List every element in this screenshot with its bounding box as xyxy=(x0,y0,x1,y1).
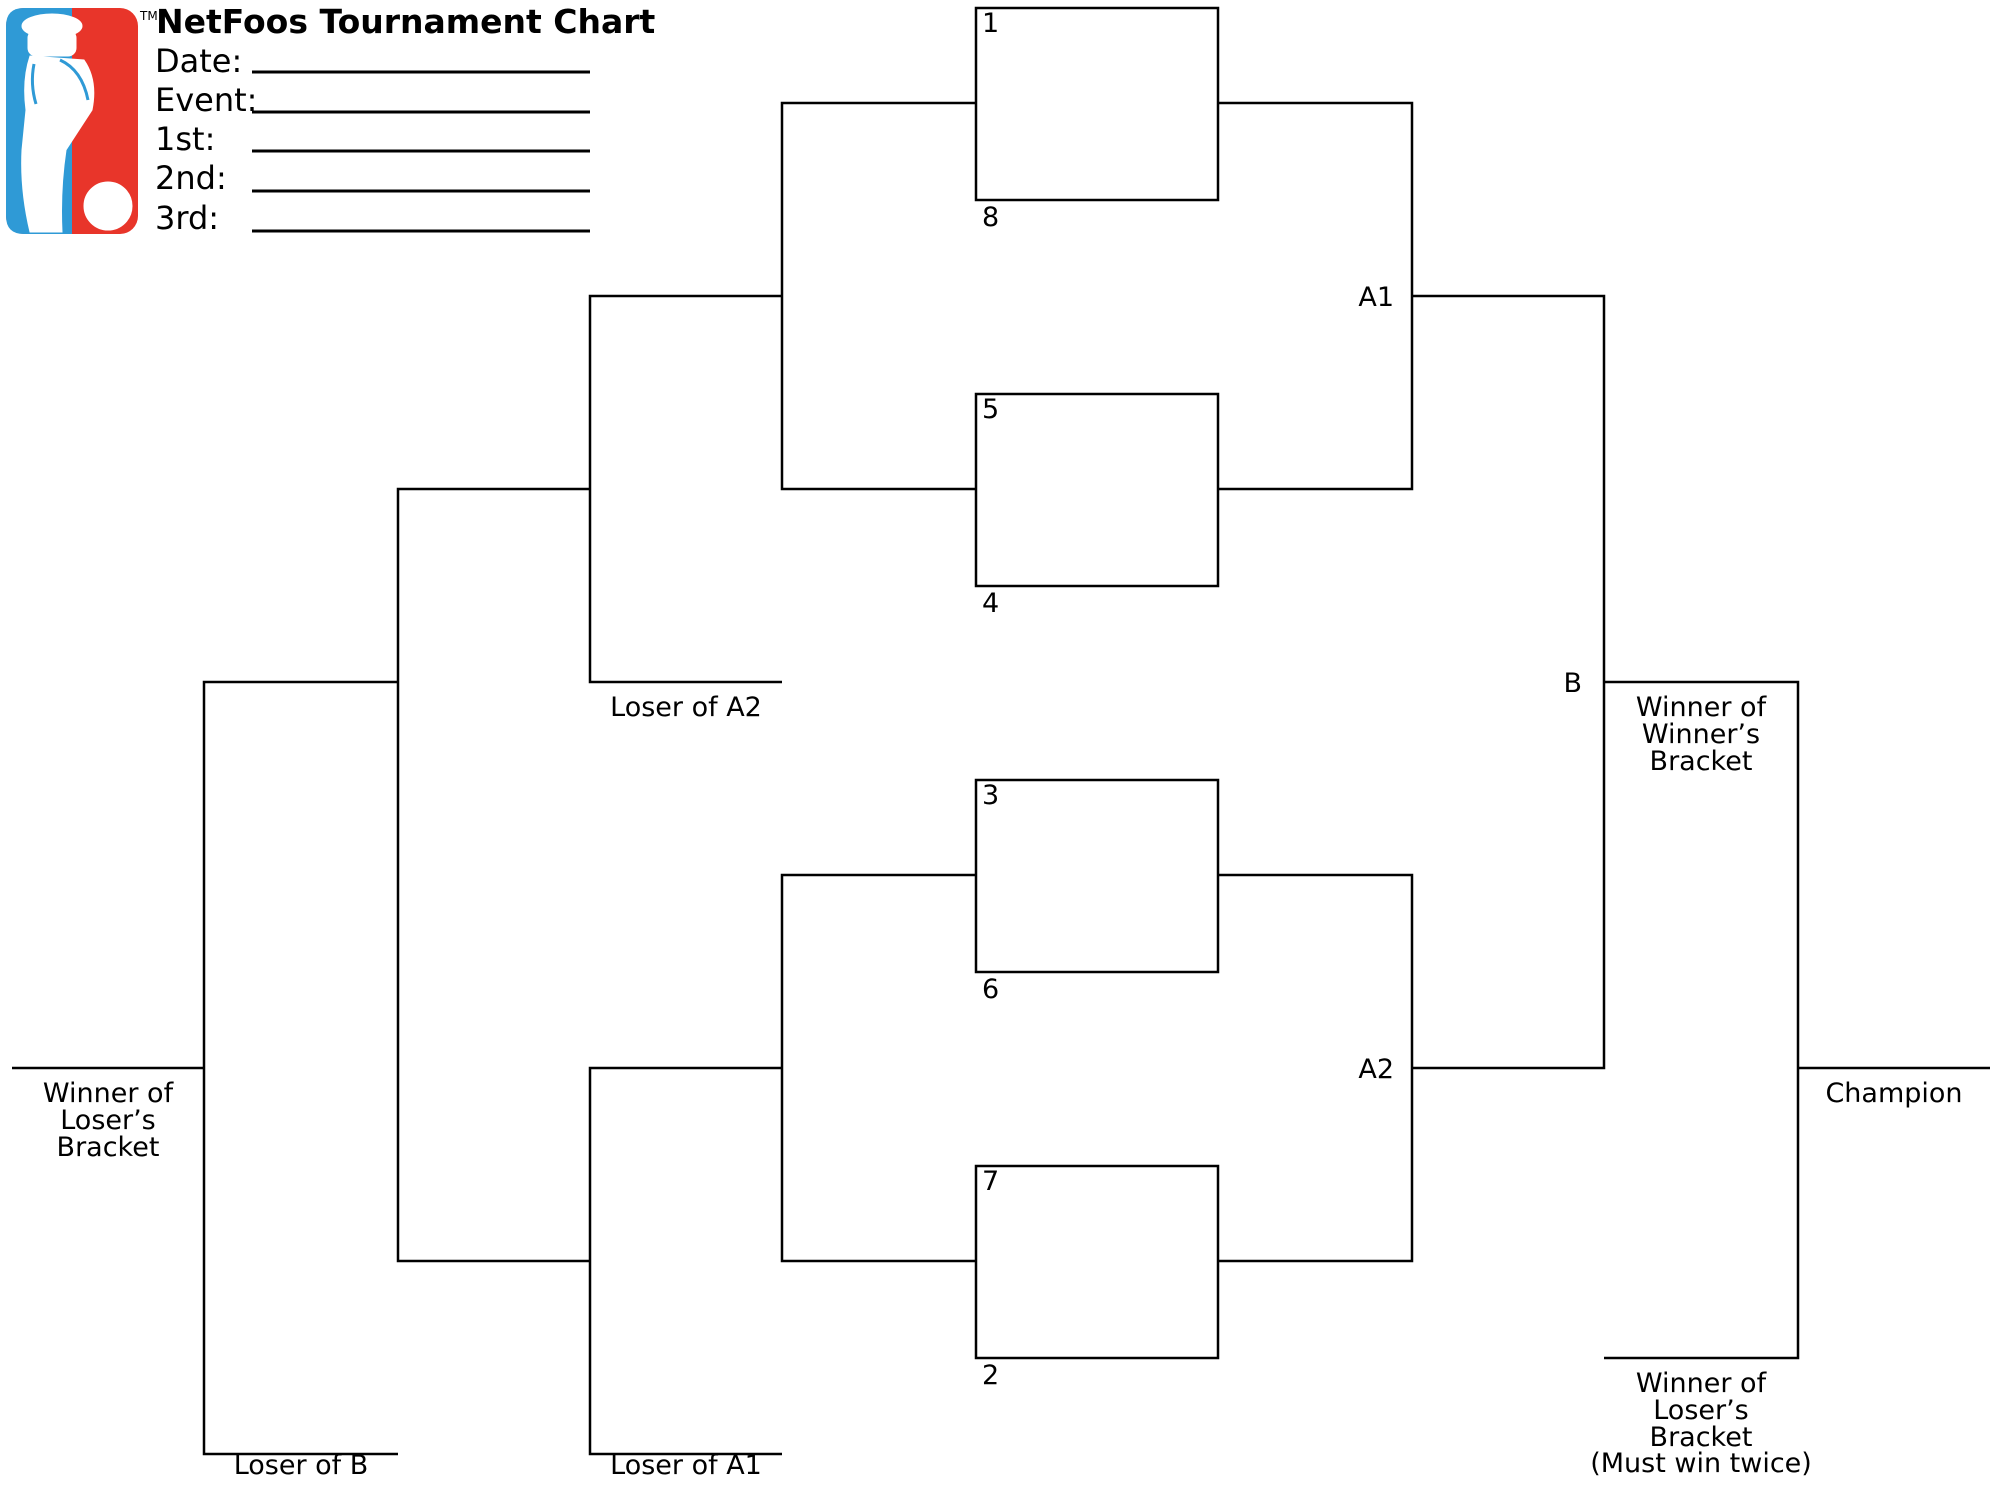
svg-text:Bracket: Bracket xyxy=(1650,746,1753,777)
event-label: Event: xyxy=(155,81,257,119)
svg-text:Winner of: Winner of xyxy=(43,1078,175,1109)
third-place-label: 3rd: xyxy=(155,199,219,237)
loser-of-a2-label: Loser of A2 xyxy=(610,692,762,723)
seed-label: 7 xyxy=(982,1166,999,1197)
seed-label: 8 xyxy=(982,202,999,233)
logo-player-outline xyxy=(30,58,90,105)
champion-label: Champion xyxy=(1825,1078,1962,1109)
svg-text:Bracket: Bracket xyxy=(57,1132,160,1163)
node-label-a1: A1 xyxy=(1358,282,1394,313)
bracket-vs-loser-b xyxy=(202,680,398,1456)
winner-of-losers-label: Winner of Loser’s Bracket xyxy=(43,1078,175,1163)
node-label-b: B xyxy=(1563,668,1582,699)
seed-label: 3 xyxy=(982,780,999,811)
match-box-1-vs-8[interactable] xyxy=(974,6,1220,202)
bracket-vs-loser-a2 xyxy=(588,294,782,684)
first-place-label: 1st: xyxy=(155,120,215,158)
winner-of-winners-label: Winner of Winner’s Bracket xyxy=(1636,692,1768,777)
loser-of-a1-label: Loser of A1 xyxy=(610,1450,762,1481)
seed-label: 5 xyxy=(982,394,999,425)
bracket-final xyxy=(1604,680,1800,1360)
winner-of-losers-must-win-label: Winner of Loser’s Bracket (Must win twic… xyxy=(1590,1368,1812,1479)
svg-text:Winner’s: Winner’s xyxy=(1642,719,1760,750)
node-label-a2: A2 xyxy=(1358,1054,1394,1085)
svg-text:(Must win twice): (Must win twice) xyxy=(1590,1448,1812,1479)
date-label: Date: xyxy=(155,42,242,80)
svg-text:Loser’s: Loser’s xyxy=(60,1105,156,1136)
seed-label: 4 xyxy=(982,588,999,619)
match-box-3-vs-6[interactable] xyxy=(974,778,1220,974)
seed-label: 1 xyxy=(982,8,999,39)
bracket-vs-loser-a1 xyxy=(588,1066,782,1456)
netfoos-logo: TM xyxy=(6,8,158,234)
seed-label: 6 xyxy=(982,974,999,1005)
bracket-losers-bottom-pair xyxy=(780,873,976,1263)
loser-of-b-label: Loser of B xyxy=(234,1450,369,1481)
seed-labels: 1 8 5 4 3 6 7 2 xyxy=(982,8,999,1391)
bracket-losers-top-pair xyxy=(780,101,976,491)
seed-label: 2 xyxy=(982,1360,999,1391)
svg-text:Loser’s: Loser’s xyxy=(1653,1395,1749,1426)
chart-title: NetFoos Tournament Chart xyxy=(156,2,656,41)
svg-text:Winner of: Winner of xyxy=(1636,1368,1768,1399)
svg-text:Winner of: Winner of xyxy=(1636,692,1768,723)
form-fields: Date: Event: 1st: 2nd: 3rd: xyxy=(155,42,590,237)
bracket-losers-semi xyxy=(396,487,590,1263)
foosball-player-icon xyxy=(21,13,133,233)
svg-text:Bracket: Bracket xyxy=(1650,1422,1753,1453)
second-place-label: 2nd: xyxy=(155,159,227,197)
bracket-lines xyxy=(12,6,1990,1456)
trademark-mark: TM xyxy=(139,9,158,23)
match-box-7-vs-2[interactable] xyxy=(974,1164,1220,1360)
match-box-5-vs-4[interactable] xyxy=(974,392,1220,588)
